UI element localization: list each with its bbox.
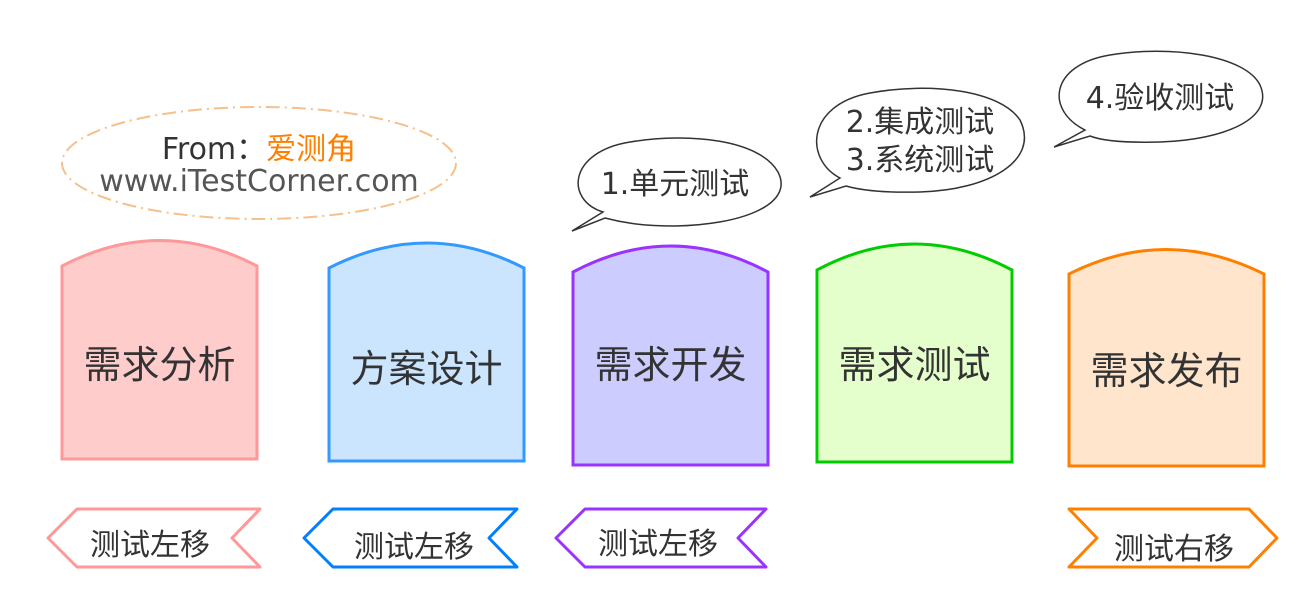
stage-label-solution-design: 方案设计 — [350, 347, 503, 391]
bubble-unit-test-text: 1.单元测试 — [600, 167, 750, 202]
bubble-unit-test-shape — [571, 137, 782, 232]
tag-shift-right-shape — [1067, 507, 1279, 569]
stage-label-requirement-analysis: 需求分析 — [83, 343, 236, 387]
stage-card-release — [1067, 248, 1266, 468]
stage-card-solution-design — [327, 241, 526, 463]
tag-shift-left-1-label: 测试左移 — [90, 528, 210, 563]
source-note-url: www.iTestCorner.com — [99, 164, 419, 199]
tag-shift-left-3-label: 测试左移 — [598, 527, 718, 562]
stage-label-development: 需求开发 — [594, 343, 747, 387]
source-note-brand: 爱测角 — [266, 132, 357, 167]
bubble-acceptance-test-shape — [1053, 50, 1264, 148]
stage-card-requirement-analysis — [60, 239, 259, 461]
source-note-from: From：爱测角 — [62, 124, 456, 168]
stage-card-testing — [815, 242, 1014, 464]
bubble-integration-test-shape — [809, 87, 1026, 198]
bubble-system-test-text: 3.系统测试 — [845, 143, 995, 178]
source-note-ellipse — [61, 106, 457, 220]
bubble-acceptance-test-text: 4.验收测试 — [1085, 81, 1235, 116]
tag-shift-left-2-label: 测试左移 — [354, 530, 474, 565]
tag-shift-left-2-shape — [302, 507, 519, 569]
bubble-integration-test-text: 2.集成测试 — [845, 105, 995, 140]
tag-shift-left-1-shape — [46, 507, 262, 569]
stage-card-development — [571, 244, 770, 467]
tag-shift-right-label: 测试右移 — [1114, 532, 1234, 567]
stage-label-testing: 需求测试 — [838, 343, 991, 387]
stage-label-release: 需求发布 — [1090, 349, 1243, 393]
tag-shift-left-3-shape — [554, 507, 768, 569]
source-note-prefix: From： — [161, 132, 267, 167]
